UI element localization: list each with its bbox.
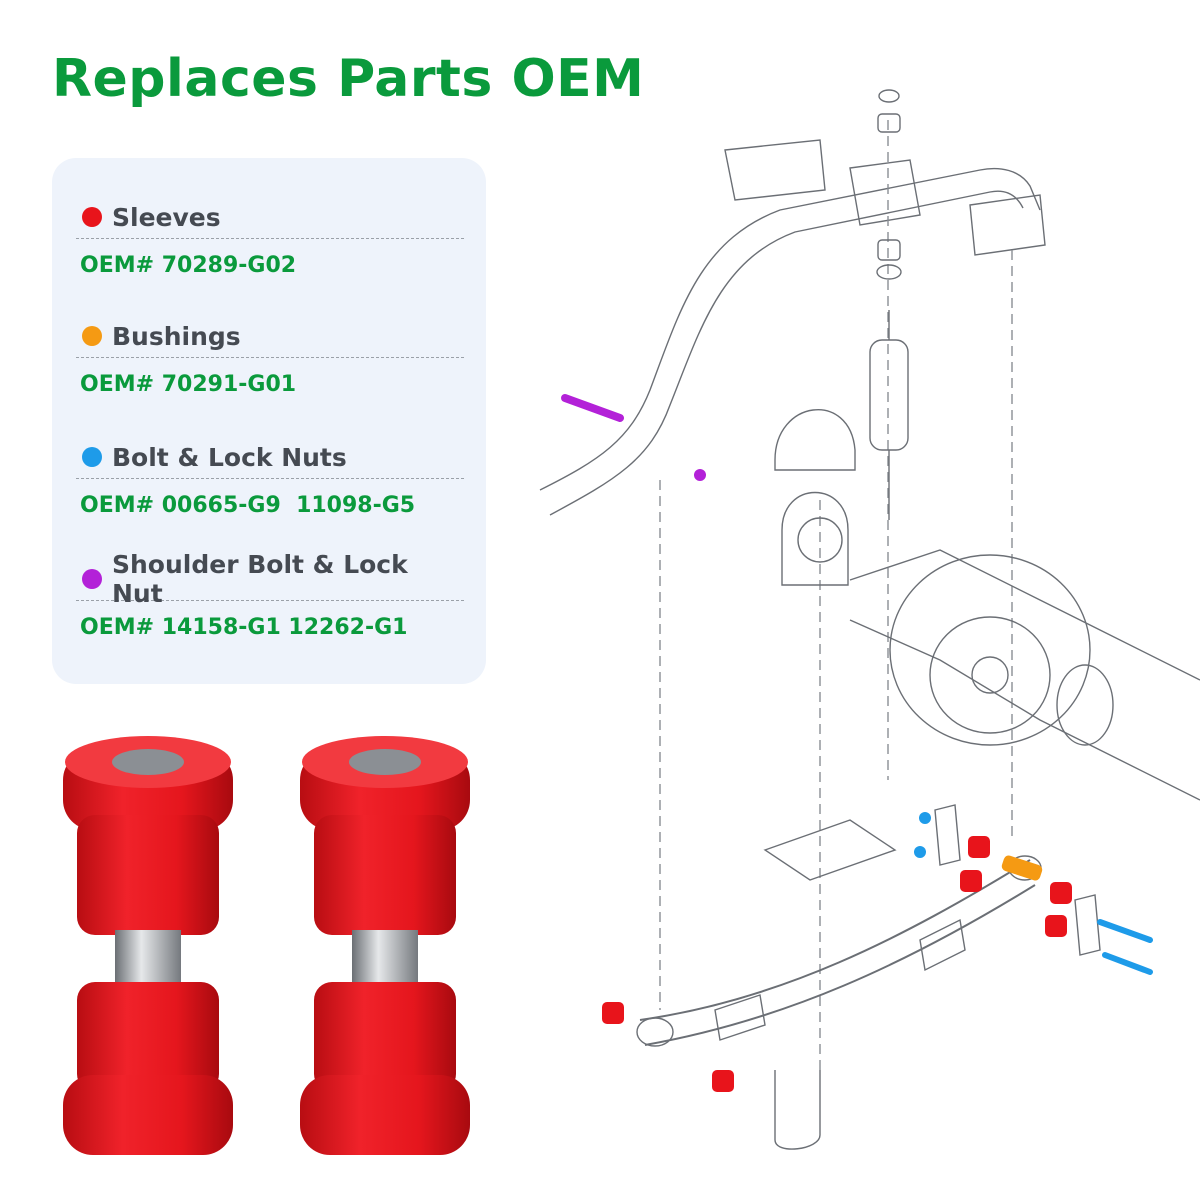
red-dot-icon (82, 207, 102, 227)
part-oem-number: OEM# 00665-G9 11098-G5 (80, 493, 416, 518)
part-label: Bolt & Lock Nuts (112, 442, 347, 472)
part-label: Sleeves (112, 202, 221, 232)
part-oem-number: OEM# 14158-G1 12262-G1 (80, 615, 408, 640)
suspension-exploded-diagram (539, 89, 1200, 1150)
part-label: Bushings (112, 321, 241, 351)
part-oem-number: OEM# 70291-G01 (80, 372, 297, 397)
blue-dot-icon (82, 447, 102, 467)
part-label: Shoulder Bolt & Lock Nut (112, 550, 408, 608)
part-entry-bushings: Bushings OEM# 70291-G01 (76, 315, 464, 397)
sleeve-right (300, 736, 470, 1155)
part-oem-number: OEM# 70289-G02 (80, 253, 297, 278)
sleeve-left (63, 736, 233, 1155)
page-title: Replaces Parts OEM (52, 49, 645, 109)
orange-dot-icon (82, 326, 102, 346)
part-entry-shoulder-bolt: Shoulder Bolt & Lock Nut OEM# 14158-G1 1… (76, 550, 464, 640)
sleeve-product-image (63, 736, 470, 1155)
part-entry-sleeves: Sleeves OEM# 70289-G02 (76, 196, 464, 278)
purple-dot-icon (82, 569, 102, 589)
oem-parts-card: Sleeves OEM# 70289-G02 Bushings OEM# 702… (52, 158, 486, 684)
part-entry-bolt-lock-nuts: Bolt & Lock Nuts OEM# 00665-G9 11098-G5 (76, 436, 464, 518)
